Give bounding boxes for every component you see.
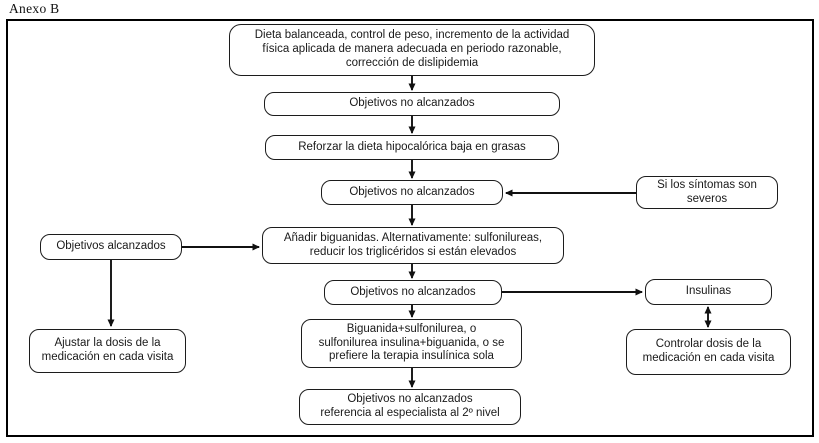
node-referencia-especialista: Objetivos no alcanzados referencia al es… <box>299 389 521 425</box>
node-objetivos-alcanzados: Objetivos alcanzados <box>40 234 182 260</box>
node-ajustar-dosis: Ajustar la dosis de la medicación en cad… <box>29 329 186 373</box>
node-controlar-dosis: Controlar dosis de la medicación en cada… <box>626 329 791 375</box>
node-objetivos-no-alcanzados-3: Objetivos no alcanzados <box>324 280 502 305</box>
page-title: Anexo B <box>9 1 60 16</box>
node-objetivos-no-alcanzados-2: Objetivos no alcanzados <box>321 180 503 205</box>
node-anadir-biguanidas: Añadir biguanidas. Alternativamente: sul… <box>262 227 564 264</box>
node-objetivos-no-alcanzados-1: Objetivos no alcanzados <box>264 92 560 116</box>
node-reforzar-dieta: Reforzar la dieta hipocalórica baja en g… <box>265 135 559 160</box>
node-sintomas-severos: Si los síntomas son severos <box>636 176 778 209</box>
node-insulinas: Insulinas <box>645 279 772 305</box>
node-dieta-balanceada: Dieta balanceada, control de peso, incre… <box>229 24 595 76</box>
node-biguanida-sulfonilurea: Biguanida+sulfonilurea, o sulfonilurea i… <box>301 319 522 368</box>
